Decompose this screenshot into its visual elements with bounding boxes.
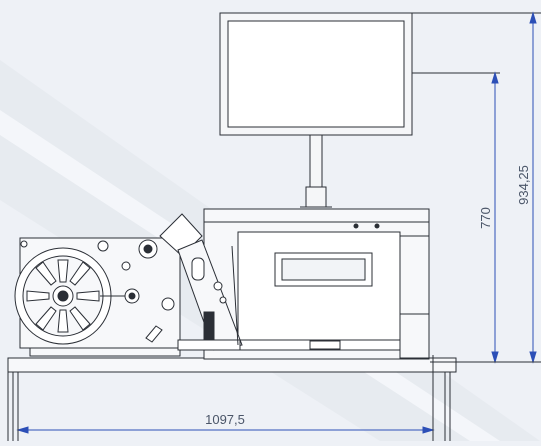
monitor-mount — [305, 186, 327, 208]
arm-rail — [231, 245, 239, 346]
reel-spoke — [57, 309, 69, 333]
width-arrow-right — [422, 426, 435, 434]
arm-slot — [191, 257, 205, 281]
table — [7, 357, 457, 441]
roller-right — [161, 297, 175, 311]
height-934-arrow-bottom — [529, 351, 537, 364]
dimension-lines — [16, 11, 541, 441]
unwinder-base — [29, 347, 181, 357]
reel-spoke — [76, 290, 100, 302]
printer-cabinet — [203, 208, 430, 360]
roller-small — [97, 240, 109, 252]
monitor-height-label: 770 — [478, 207, 493, 229]
cabinet-screw — [353, 223, 359, 229]
label-reel-center — [57, 290, 69, 302]
release-lever — [145, 325, 163, 343]
reel-spoke — [57, 259, 69, 283]
cabinet-screw — [374, 223, 380, 229]
arm-knob — [213, 281, 223, 291]
roller-middle-axle — [128, 292, 136, 300]
reel-spoke — [69, 261, 91, 286]
height-770-arrow-bottom — [491, 351, 499, 364]
reel-spoke — [26, 290, 50, 302]
monitor — [219, 12, 413, 208]
arm-base — [177, 339, 241, 351]
monitor-pole — [309, 134, 323, 188]
reel-spoke — [35, 306, 57, 331]
overall-height-label: 934,25 — [516, 165, 531, 205]
applicator-arm — [159, 213, 243, 351]
roller-small — [121, 261, 131, 271]
arm-motor — [203, 311, 215, 341]
cabinet-window-inner — [281, 258, 366, 281]
arm-knob-small — [219, 296, 227, 304]
height-934-arrow-top — [529, 11, 537, 24]
height-770-arrow-top — [491, 71, 499, 84]
reel-spoke — [35, 261, 57, 286]
width-dimension-label: 1097,5 — [205, 412, 245, 427]
monitor-screen — [227, 20, 405, 128]
corner-screw — [20, 240, 28, 248]
roller-top-axle — [143, 244, 153, 254]
width-arrow-left — [16, 426, 29, 434]
table-top — [7, 357, 457, 373]
cabinet-side-upper — [399, 235, 430, 315]
reel-spoke — [69, 306, 91, 331]
cabinet-connector — [309, 340, 341, 350]
reel-spokes — [26, 259, 100, 333]
label-unwinder — [14, 237, 181, 357]
cabinet-front-panel — [237, 231, 401, 351]
cabinet-side-lower — [399, 313, 430, 359]
